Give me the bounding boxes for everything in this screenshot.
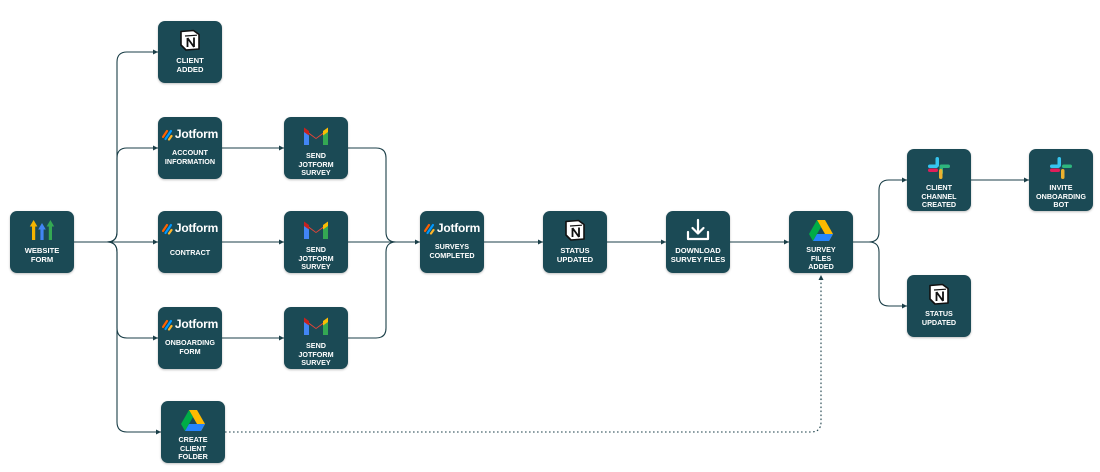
- jotform-brand: Jotform: [174, 317, 219, 331]
- google-drive-icon: [179, 407, 207, 433]
- edge-files-added-to-channel: [853, 179, 907, 243]
- edge-website-to-account: [74, 147, 158, 243]
- jotform-icon: Jotform: [159, 125, 221, 143]
- node-label: WEBSITE FORM: [24, 246, 60, 265]
- node-label: SURVEY FILES ADDED: [806, 245, 836, 272]
- node-account-information[interactable]: Jotform ACCOUNT INFORMATION: [158, 117, 222, 179]
- node-label: SEND JOTFORM SURVEY: [298, 245, 334, 272]
- arrowhead: [538, 239, 543, 245]
- notion-icon: [925, 281, 953, 307]
- arrowhead: [1024, 177, 1029, 183]
- arrowhead: [153, 49, 158, 55]
- edge-website-to-onboarding: [74, 241, 158, 339]
- notion-icon: [561, 217, 589, 243]
- node-survey-files-added[interactable]: SURVEY FILES ADDED: [789, 211, 853, 273]
- node-label: SEND JOTFORM SURVEY: [298, 151, 334, 178]
- node-label: ONBOARDING FORM: [165, 338, 215, 356]
- node-label: CONTRACT: [169, 248, 211, 257]
- node-onboarding-form[interactable]: Jotform ONBOARDING FORM: [158, 307, 222, 369]
- jotform-brand: Jotform: [174, 221, 219, 235]
- arrowhead: [279, 239, 284, 245]
- node-label: STATUS UPDATED: [921, 309, 957, 327]
- node-invite-onboarding-bot[interactable]: INVITE ONBOARDING BOT: [1029, 149, 1093, 211]
- gmail-icon: [302, 313, 330, 339]
- slack-icon: [1047, 155, 1075, 181]
- google-drive-icon: [807, 217, 835, 243]
- jotform-icon: Jotform: [421, 219, 483, 237]
- node-label: CREATE CLIENT FOLDER: [178, 435, 208, 462]
- arrowhead: [415, 239, 420, 245]
- node-contract[interactable]: Jotform CONTRACT: [158, 211, 222, 273]
- node-label: SEND JOTFORM SURVEY: [298, 341, 334, 368]
- arrowhead: [279, 335, 284, 341]
- jotform-brand: Jotform: [174, 127, 219, 141]
- arrowhead: [661, 239, 666, 245]
- node-create-client-folder[interactable]: CREATE CLIENT FOLDER: [161, 401, 225, 463]
- edge-send-3-to-surveys: [348, 241, 420, 339]
- node-send-jotform-survey-1[interactable]: SEND JOTFORM SURVEY: [284, 117, 348, 179]
- edge-files-added-to-status-2: [853, 241, 907, 307]
- edge-website-to-create-folder: [74, 241, 161, 433]
- node-label: DOWNLOAD SURVEY FILES: [670, 246, 726, 265]
- arrowhead: [902, 303, 907, 309]
- arrowhead: [153, 239, 158, 245]
- node-label: STATUS UPDATED: [556, 246, 594, 265]
- arrowhead: [784, 239, 789, 245]
- gmail-icon: [302, 217, 330, 243]
- node-website-form[interactable]: WEBSITE FORM: [10, 211, 74, 273]
- node-label: CLIENT ADDED: [176, 56, 204, 75]
- edge-send-1-to-surveys: [348, 147, 420, 243]
- arrowhead: [156, 429, 161, 435]
- jotform-icon: Jotform: [159, 219, 221, 237]
- forms-app-icon: [28, 217, 56, 243]
- download-icon: [684, 217, 712, 243]
- node-send-jotform-survey-2[interactable]: SEND JOTFORM SURVEY: [284, 211, 348, 273]
- jotform-brand: Jotform: [436, 221, 481, 235]
- arrowhead: [279, 145, 284, 151]
- arrowhead: [153, 335, 158, 341]
- node-client-added[interactable]: CLIENT ADDED: [158, 21, 222, 83]
- node-status-updated-1[interactable]: STATUS UPDATED: [543, 211, 607, 273]
- node-download-survey-files[interactable]: DOWNLOAD SURVEY FILES: [666, 211, 730, 273]
- node-label: SURVEYS COMPLETED: [429, 242, 475, 260]
- node-surveys-completed[interactable]: Jotform SURVEYS COMPLETED: [420, 211, 484, 273]
- node-label: INVITE ONBOARDING BOT: [1036, 183, 1086, 210]
- node-client-channel-created[interactable]: CLIENT CHANNEL CREATED: [907, 149, 971, 211]
- arrowhead: [153, 145, 158, 151]
- edge-website-to-client-added: [74, 51, 158, 243]
- gmail-icon: [302, 123, 330, 149]
- node-send-jotform-survey-3[interactable]: SEND JOTFORM SURVEY: [284, 307, 348, 369]
- notion-icon: [176, 27, 204, 53]
- node-label: ACCOUNT INFORMATION: [164, 148, 216, 166]
- arrowhead: [902, 177, 907, 183]
- jotform-icon: Jotform: [159, 315, 221, 333]
- arrowhead: [818, 275, 824, 280]
- node-label: CLIENT CHANNEL CREATED: [921, 183, 957, 210]
- node-status-updated-2[interactable]: STATUS UPDATED: [907, 275, 971, 337]
- slack-icon: [925, 155, 953, 181]
